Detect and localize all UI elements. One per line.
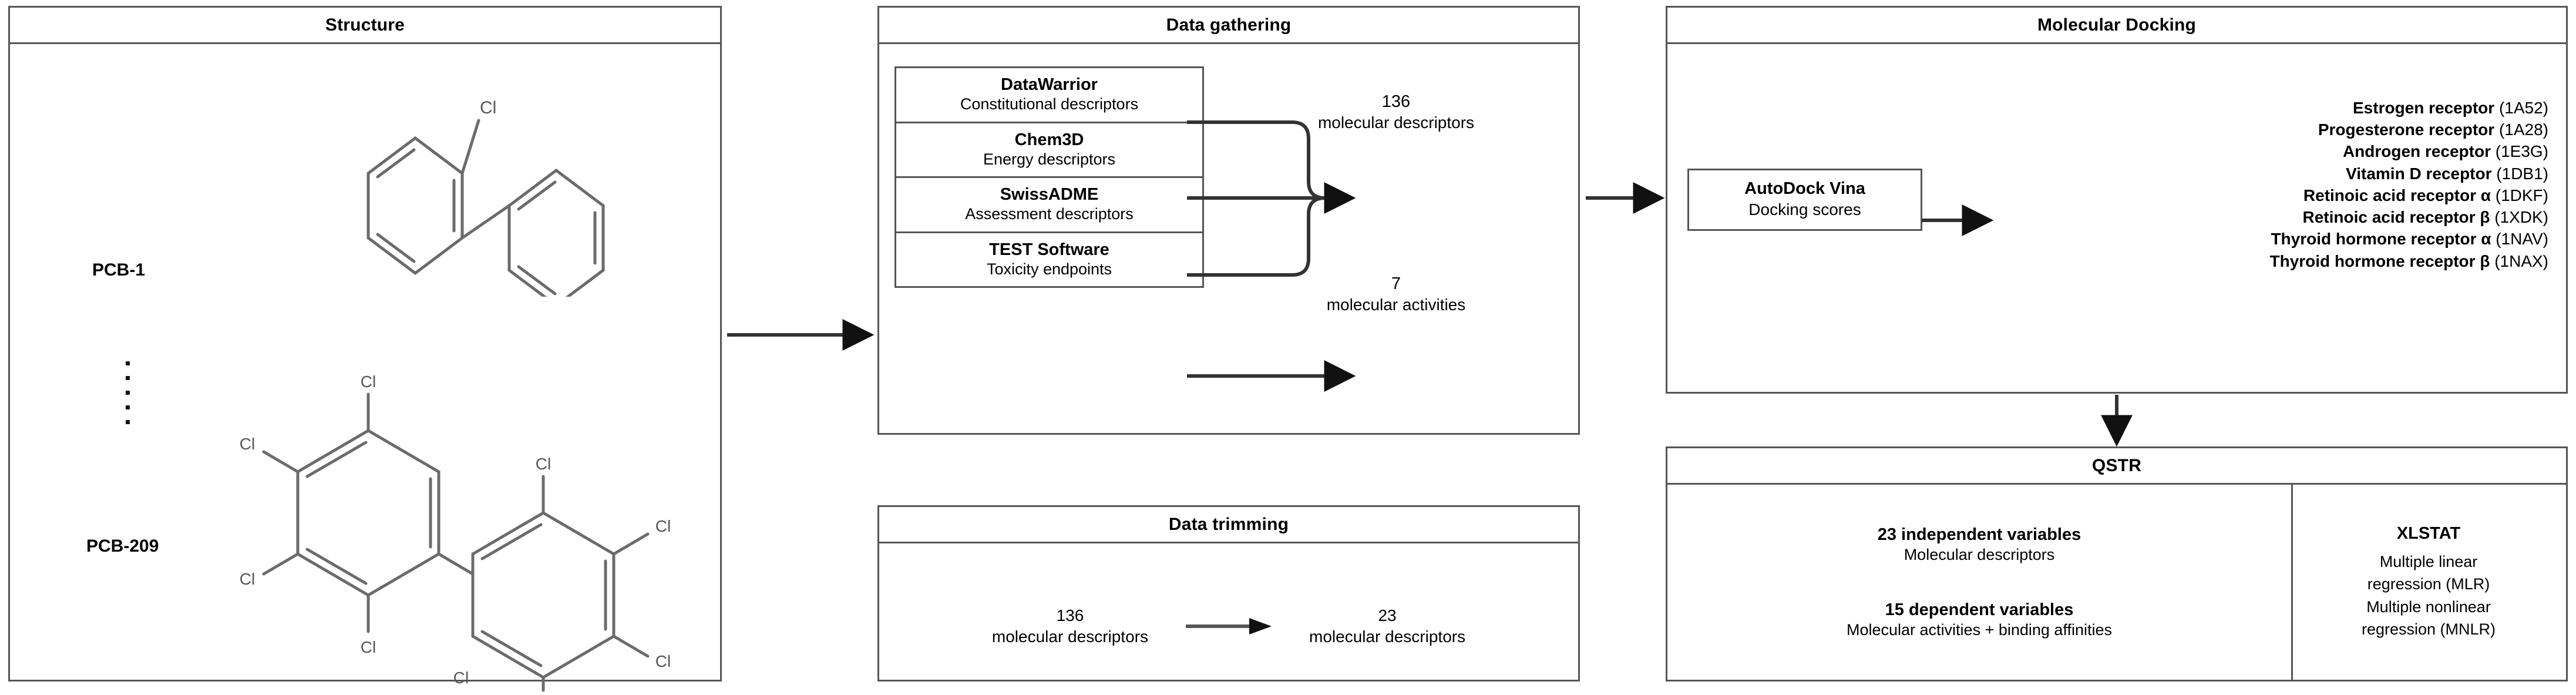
- trim-source-count: 136: [1056, 606, 1084, 625]
- data-gathering-panel-body: DataWarrior Constitutional descriptors C…: [879, 44, 1578, 433]
- pcb-209-structure-drawing: Cl Cl Cl Cl Cl Cl Cl Cl: [240, 372, 671, 692]
- receptor-name: Progesterone receptor: [2318, 120, 2495, 139]
- data-gathering-panel: Data gathering DataWarrior Constitutiona…: [877, 6, 1580, 435]
- structure-panel-title: Structure: [10, 8, 720, 44]
- tool-box-datawarrior[interactable]: DataWarrior Constitutional descriptors: [896, 68, 1202, 123]
- output-count: 7: [1391, 274, 1401, 293]
- receptor-name: Retinoic acid receptor β: [2302, 208, 2490, 227]
- receptor-name: Vitamin D receptor: [2346, 164, 2492, 183]
- receptor-name: Thyroid hormone receptor α: [2271, 230, 2491, 249]
- cl-atom-label: Cl: [453, 669, 469, 687]
- tool-box-swissadme[interactable]: SwissADME Assessment descriptors: [896, 178, 1202, 233]
- trim-source: 136 molecular descriptors: [992, 605, 1148, 648]
- receptor-pdb-id: (1A52): [2498, 99, 2548, 117]
- tool-desc: Constitutional descriptors: [960, 95, 1139, 113]
- qstr-panel: QSTR 23 independent variables Molecular …: [1666, 446, 2568, 681]
- tool-box-chem3d[interactable]: Chem3D Energy descriptors: [896, 123, 1202, 179]
- cl-atom-label: Cl: [655, 517, 671, 535]
- cl-atom-label: Cl: [361, 372, 376, 391]
- xlstat-method-line: regression (MNLR): [2361, 620, 2496, 638]
- data-trimming-panel: Data trimming 136 molecular descriptors …: [877, 505, 1580, 681]
- docking-software-desc: Docking scores: [1748, 200, 1861, 219]
- trim-source-label: molecular descriptors: [991, 627, 1148, 646]
- receptor-pdb-id: (1NAV): [2496, 230, 2548, 249]
- receptor-item: Thyroid hormone receptor α (1NAV): [2270, 228, 2548, 250]
- trim-result-label: molecular descriptors: [1309, 627, 1466, 646]
- receptor-pdb-id: (1NAX): [2494, 251, 2548, 270]
- tool-name: SwissADME: [1000, 185, 1099, 204]
- pcb-1-structure-drawing: Cl: [366, 98, 605, 297]
- independent-variables-heading: 23 independent variables: [1877, 525, 2081, 544]
- tool-desc: Assessment descriptors: [965, 205, 1134, 223]
- qstr-variables-section: 23 independent variables Molecular descr…: [1667, 485, 2293, 680]
- structure-panel: Structure PCB-1 PCB-209: [8, 6, 722, 692]
- cl-atom-label: Cl: [240, 570, 255, 588]
- cl-atom-label: Cl: [655, 652, 671, 670]
- cl-atom-label: Cl: [361, 638, 376, 656]
- cl-atom-label: Cl: [480, 98, 496, 117]
- receptor-name: Retinoic acid receptor α: [2303, 186, 2491, 204]
- trim-result-count: 23: [1378, 606, 1397, 625]
- dependent-variables-block: 15 dependent variables Molecular activit…: [1847, 599, 2112, 640]
- molecular-docking-panel: Molecular Docking AutoDock Vina Docking …: [1666, 6, 2568, 394]
- xlstat-name: XLSTAT: [2396, 523, 2461, 543]
- tool-name: Chem3D: [1014, 130, 1084, 149]
- data-trimming-panel-title: Data trimming: [879, 507, 1578, 543]
- receptor-pdb-id: (1DKF): [2495, 186, 2548, 204]
- independent-variables-block: 23 independent variables Molecular descr…: [1878, 524, 2081, 565]
- docking-software-name: AutoDock Vina: [1744, 179, 1865, 198]
- receptor-item: Vitamin D receptor (1DB1): [2270, 163, 2548, 184]
- vertical-ellipsis-dots: [126, 361, 130, 424]
- xlstat-method-line: Multiple linear: [2379, 552, 2478, 570]
- output-136-molecular-descriptors: 136 molecular descriptors: [1267, 91, 1525, 133]
- output-label: molecular activities: [1326, 296, 1466, 314]
- trimming-arrow-icon: [1186, 618, 1272, 635]
- receptor-pdb-id: (1A28): [2498, 120, 2548, 139]
- xlstat-method-line: regression (MLR): [2367, 575, 2490, 593]
- qstr-panel-title: QSTR: [1667, 448, 2566, 485]
- output-7-molecular-activities: 7 molecular activities: [1267, 273, 1525, 315]
- receptor-list: Estrogen receptor (1A52) Progesterone re…: [2270, 97, 2549, 272]
- receptor-item: Retinoic acid receptor α (1DKF): [2270, 184, 2548, 206]
- molecular-docking-panel-body: AutoDock Vina Docking scores Estrogen re…: [1667, 44, 2566, 392]
- receptor-name: Androgen receptor: [2342, 142, 2491, 161]
- trim-result: 23 molecular descriptors: [1309, 605, 1465, 648]
- data-gathering-panel-title: Data gathering: [879, 8, 1578, 44]
- pcb-1-label: PCB-1: [92, 260, 146, 280]
- receptor-name: Estrogen receptor: [2353, 99, 2495, 117]
- receptor-pdb-id: (1DB1): [2496, 164, 2548, 183]
- cl-atom-label: Cl: [536, 455, 551, 473]
- receptor-pdb-id: (1E3G): [2495, 142, 2548, 161]
- output-count: 136: [1381, 92, 1411, 111]
- xlstat-method-line: Multiple nonlinear: [2366, 597, 2491, 616]
- cl-atom-label: Cl: [240, 435, 255, 453]
- receptor-name: Thyroid hormone receptor β: [2269, 251, 2490, 270]
- receptor-pdb-id: (1XDK): [2494, 208, 2548, 227]
- receptor-item: Retinoic acid receptor β (1XDK): [2270, 206, 2548, 228]
- output-label: molecular descriptors: [1317, 113, 1475, 132]
- tool-name: DataWarrior: [1001, 75, 1098, 94]
- receptor-item: Progesterone receptor (1A28): [2270, 119, 2548, 140]
- trimming-flow-row: 136 molecular descriptors 23 molecular d…: [879, 605, 1578, 648]
- autodock-vina-box[interactable]: AutoDock Vina Docking scores: [1687, 169, 1922, 231]
- xlstat-section[interactable]: XLSTAT Multiple linear regression (MLR) …: [2291, 485, 2566, 680]
- molecular-docking-panel-title: Molecular Docking: [1667, 8, 2566, 44]
- dependent-variables-heading: 15 dependent variables: [1885, 600, 2074, 619]
- tool-desc: Toxicity endpoints: [986, 260, 1112, 278]
- tool-name: TEST Software: [989, 240, 1109, 259]
- independent-variables-desc: Molecular descriptors: [1904, 546, 2055, 564]
- pcb-209-label: PCB-209: [86, 536, 159, 556]
- receptor-item: Estrogen receptor (1A52): [2270, 97, 2548, 119]
- dependent-variables-desc: Molecular activities + binding affinitie…: [1847, 621, 2112, 639]
- tool-box-test-software[interactable]: TEST Software Toxicity endpoints: [896, 233, 1202, 287]
- tool-box-stack: DataWarrior Constitutional descriptors C…: [894, 66, 1204, 288]
- tool-desc: Energy descriptors: [983, 150, 1116, 168]
- receptor-item: Androgen receptor (1E3G): [2270, 140, 2548, 162]
- structure-panel-body: PCB-1 PCB-209 Cl: [10, 44, 720, 692]
- data-trimming-panel-body: 136 molecular descriptors 23 molecular d…: [879, 543, 1578, 680]
- receptor-item: Thyroid hormone receptor β (1NAX): [2270, 250, 2549, 272]
